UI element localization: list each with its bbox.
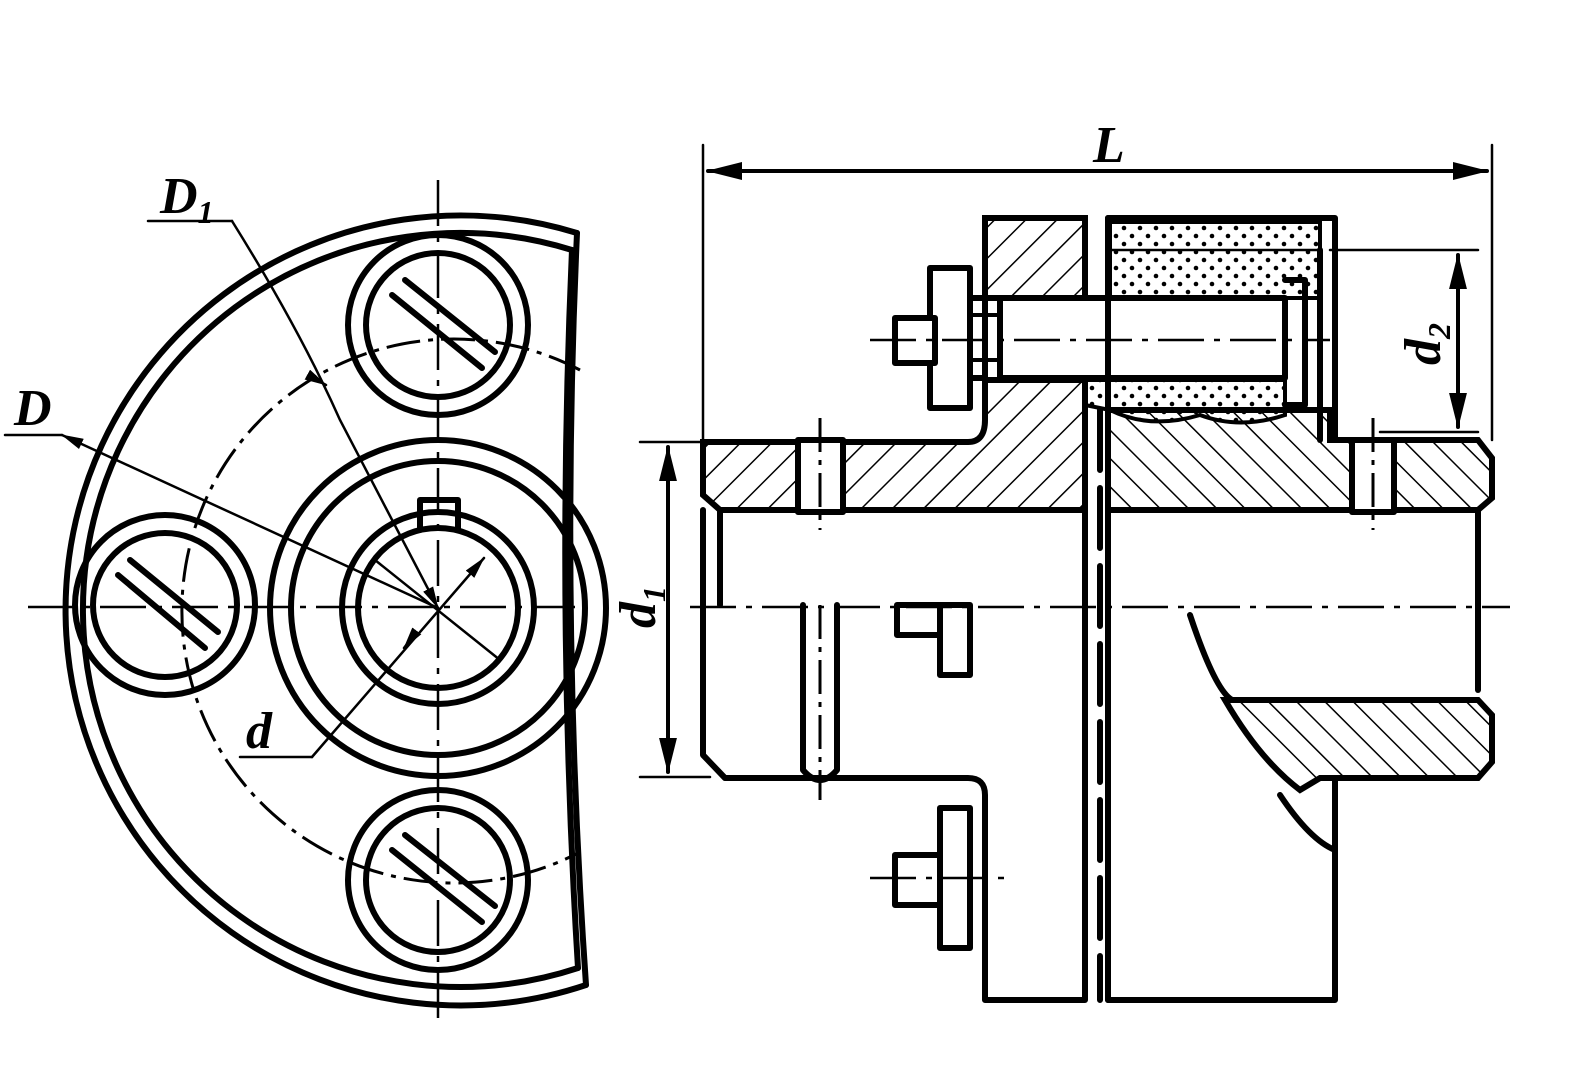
d1-dimension-line (230, 219, 440, 610)
center-gap (1097, 215, 1111, 1003)
rubber-bush-top (1108, 220, 1322, 300)
rim-cut-edge (567, 230, 589, 988)
d-bore-dimension-line (310, 556, 486, 759)
left-half-lower (700, 215, 1088, 1003)
right-half-lower-section (1219, 697, 1495, 794)
label-D1: D1 (159, 168, 214, 230)
rubber-bush-bottom (1083, 378, 1287, 425)
label-d1: d1 (610, 586, 672, 628)
outer-rim (62, 212, 589, 1009)
right-flange (1105, 215, 1338, 443)
section-view: L d1 d2 (610, 117, 1510, 1003)
bolt-circle (180, 337, 581, 885)
hub-middle-ring (288, 458, 588, 758)
pin-upper (870, 265, 1330, 411)
rim-cut-edge-inner (562, 247, 581, 971)
nut-center-left (894, 602, 973, 678)
d-outer-dimension-line (60, 433, 440, 610)
label-L: L (1092, 117, 1125, 174)
set-screw-left (795, 418, 846, 530)
left-flange-top (982, 215, 1088, 301)
left-half-section (700, 377, 1088, 513)
bolt-hole-left (72, 512, 258, 698)
inner-rim (79, 229, 581, 990)
right-half-section (1105, 407, 1495, 513)
right-half-lower-body (1105, 775, 1338, 1003)
set-screw-right (1349, 418, 1397, 530)
pin-lower (870, 805, 1008, 951)
label-d2: d2 (1395, 323, 1457, 365)
label-d: d (246, 703, 273, 760)
end-view: D1 D d (3, 168, 609, 1025)
label-D: D (13, 380, 52, 437)
